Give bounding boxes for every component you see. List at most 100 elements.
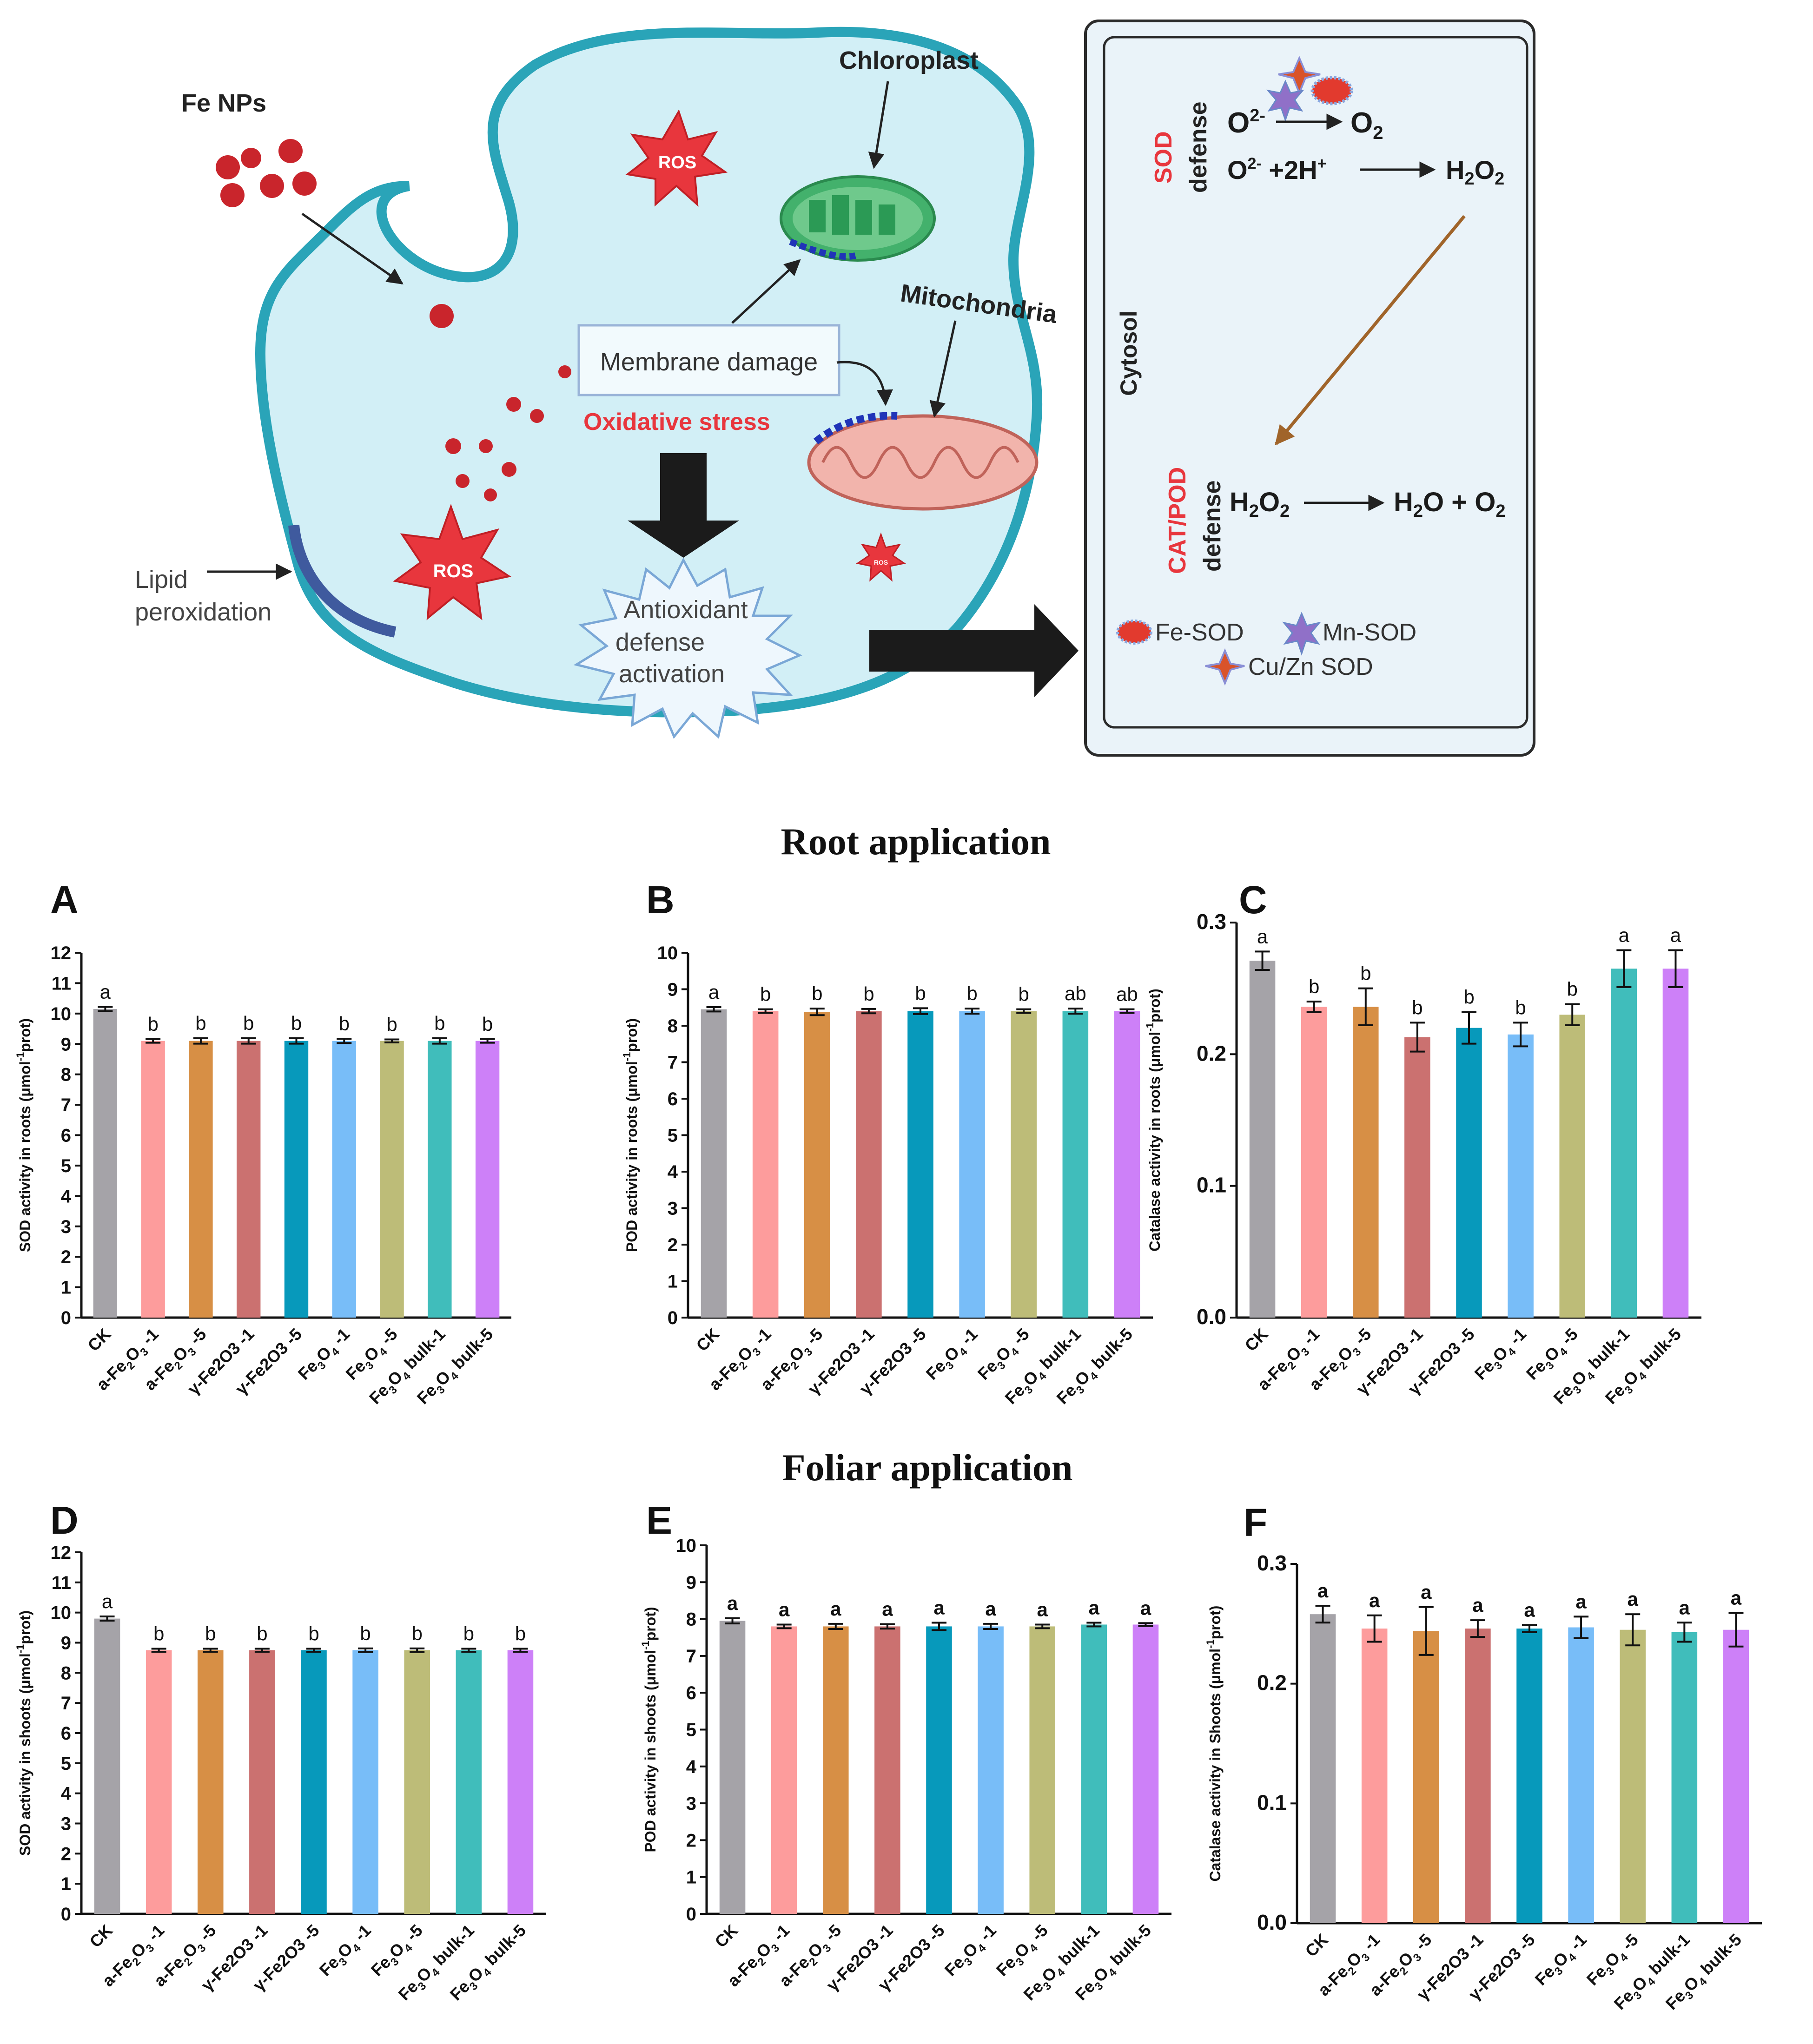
lipid-peroxidation-segment bbox=[288, 524, 397, 638]
bar bbox=[1620, 1629, 1646, 1923]
y-tick-label: 1 bbox=[668, 1272, 678, 1292]
bar bbox=[1081, 1624, 1107, 1914]
lipid-label-line2: peroxidation bbox=[135, 598, 271, 626]
significance-letter: a bbox=[1140, 1597, 1151, 1619]
catpod-defense-label: defense bbox=[1199, 480, 1226, 572]
cytosol-label: Cytosol bbox=[1116, 310, 1142, 396]
bar bbox=[1465, 1629, 1491, 1923]
ros-star-2: ROS bbox=[393, 504, 512, 620]
bar bbox=[1456, 1028, 1482, 1318]
y-tick-label: 0 bbox=[61, 1904, 71, 1925]
right-arrow bbox=[869, 604, 1079, 697]
bar bbox=[93, 1009, 118, 1318]
y-tick-label: 0.0 bbox=[1197, 1305, 1226, 1329]
significance-letter: b bbox=[515, 1622, 526, 1644]
significance-letter: a bbox=[1670, 924, 1681, 946]
y-tick-label: 6 bbox=[61, 1126, 71, 1146]
significance-letter: a bbox=[882, 1598, 893, 1620]
significance-letter: ab bbox=[1116, 983, 1138, 1005]
reaction-2: O2- +2H+ H2O2 bbox=[1227, 155, 1504, 189]
category-label: Fe3O4 -1 bbox=[941, 1921, 1003, 1983]
y-tick-label: 0.3 bbox=[1197, 910, 1226, 934]
bar bbox=[1404, 1037, 1430, 1318]
y-axis-label: Catalase activity in Shoots (μmol-1prot) bbox=[1204, 1606, 1224, 1882]
significance-letter: b bbox=[863, 983, 874, 1005]
y-tick-label: 7 bbox=[61, 1693, 71, 1714]
bar bbox=[1671, 1632, 1698, 1923]
bar bbox=[1132, 1624, 1159, 1914]
bar bbox=[1062, 1011, 1089, 1318]
bar bbox=[1249, 961, 1276, 1318]
y-tick-label: 9 bbox=[61, 1034, 71, 1055]
section-title-foliar: Foliar application bbox=[782, 1446, 1073, 1489]
significance-letter: b bbox=[1360, 963, 1371, 984]
bar bbox=[926, 1626, 952, 1914]
bar bbox=[456, 1650, 482, 1914]
y-tick-label: 12 bbox=[51, 943, 72, 963]
bar bbox=[301, 1650, 327, 1914]
bar bbox=[380, 1041, 404, 1318]
y-tick-label: 9 bbox=[668, 980, 678, 1000]
bar bbox=[874, 1626, 900, 1914]
mn-sod-icon bbox=[1282, 612, 1321, 656]
category-label: Fe3O4 -1 bbox=[1531, 1930, 1593, 1992]
antioxidant-line3: activation bbox=[619, 660, 725, 688]
bar bbox=[249, 1650, 275, 1914]
panel-letter: A bbox=[50, 878, 79, 922]
bar bbox=[475, 1041, 500, 1318]
bar bbox=[1114, 1011, 1140, 1318]
significance-letter: b bbox=[1515, 996, 1526, 1018]
chloroplast-label: Chloroplast bbox=[839, 46, 979, 74]
y-tick-label: 10 bbox=[51, 1603, 72, 1623]
significance-letter: a bbox=[1472, 1594, 1483, 1616]
bar bbox=[804, 1012, 830, 1318]
bar bbox=[1662, 969, 1689, 1318]
y-axis-label: Catalase activity in roots (μmol-1prot) bbox=[1144, 989, 1163, 1251]
y-tick-label: 2 bbox=[61, 1247, 71, 1267]
significance-letter: b bbox=[257, 1622, 267, 1644]
category-label: CK bbox=[711, 1921, 741, 1952]
y-tick-label: 3 bbox=[61, 1217, 71, 1237]
significance-letter: a bbox=[1089, 1597, 1100, 1619]
y-tick-label: 1 bbox=[61, 1874, 71, 1894]
category-label: Fe3O4 -1 bbox=[294, 1325, 356, 1386]
significance-letter: a bbox=[1037, 1598, 1048, 1620]
reaction-3: H2O2 H2O + O2 bbox=[1230, 487, 1506, 521]
y-tick-label: 2 bbox=[668, 1235, 678, 1255]
significance-letter: a bbox=[933, 1597, 945, 1619]
bar bbox=[856, 1011, 882, 1318]
bar bbox=[189, 1041, 213, 1318]
bar bbox=[1559, 1015, 1585, 1318]
bar bbox=[428, 1041, 452, 1318]
y-tick-label: 5 bbox=[61, 1754, 71, 1774]
significance-letter: b bbox=[291, 1012, 302, 1034]
significance-letter: b bbox=[147, 1013, 158, 1035]
bar bbox=[146, 1650, 172, 1914]
significance-letter: b bbox=[412, 1622, 423, 1644]
fe-sod-icon bbox=[1116, 620, 1152, 645]
svg-text:O2: O2 bbox=[1350, 107, 1383, 143]
bar bbox=[1011, 1011, 1037, 1318]
y-tick-label: 2 bbox=[686, 1830, 696, 1851]
svg-text:H2O2: H2O2 bbox=[1230, 487, 1290, 521]
bar bbox=[1611, 969, 1637, 1318]
significance-letter: a bbox=[1628, 1588, 1639, 1610]
significance-letter: a bbox=[102, 1590, 113, 1612]
significance-letter: a bbox=[708, 981, 720, 1003]
sod-legend: Fe-SOD Mn-SOD Cu/Zn SOD bbox=[1116, 612, 1416, 686]
y-tick-label: 4 bbox=[61, 1186, 72, 1207]
significance-letter: b bbox=[1309, 976, 1319, 997]
legend-cu-zn-sod: Cu/Zn SOD bbox=[1248, 653, 1373, 680]
y-tick-label: 8 bbox=[61, 1065, 71, 1085]
bar bbox=[1310, 1614, 1336, 1923]
category-label: CK bbox=[86, 1921, 116, 1952]
svg-text:H2O2: H2O2 bbox=[1446, 155, 1504, 189]
category-label: CK bbox=[1241, 1325, 1271, 1355]
sod-label: SOD bbox=[1150, 131, 1177, 184]
y-tick-label: 12 bbox=[51, 1543, 72, 1563]
legend-mn-sod: Mn-SOD bbox=[1323, 619, 1416, 646]
y-tick-label: 2 bbox=[61, 1844, 71, 1864]
mitochondria bbox=[807, 412, 1039, 511]
